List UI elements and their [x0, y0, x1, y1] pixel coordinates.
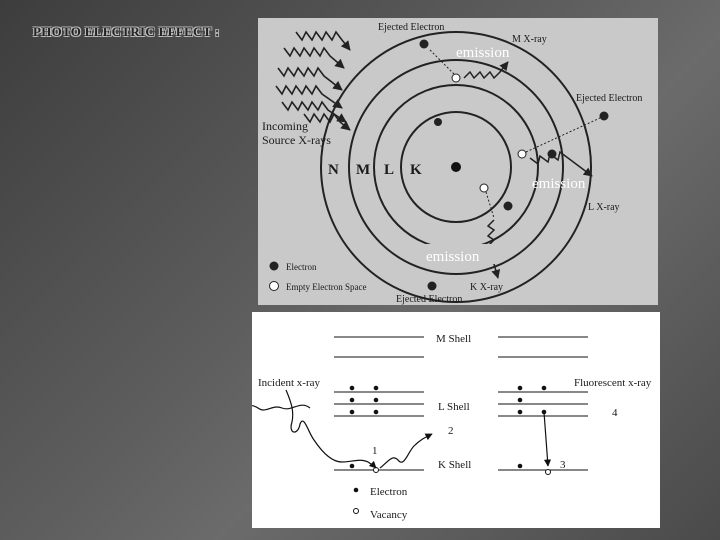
emission-label-3: emission: [426, 249, 480, 265]
legend-electron-dot: [269, 261, 279, 271]
legend-electron-label: Electron: [370, 486, 408, 498]
k-electron-right: [517, 463, 523, 469]
step-1-label: 1: [372, 445, 378, 457]
fluorescent-xray-wave: [252, 404, 311, 411]
k-electron-left: [349, 463, 355, 469]
incoming-label-line2: Source X-rays: [262, 133, 331, 147]
transition-arrow: [543, 411, 552, 467]
legend-empty-dot: [269, 281, 279, 291]
nucleus: [451, 162, 461, 172]
ejected-electron-bottom: [427, 281, 437, 291]
m-xray-wave: [463, 61, 509, 80]
legend-vacancy-dot: [353, 508, 359, 514]
emission-label-2: emission: [532, 176, 586, 192]
shell-k-label: K: [410, 162, 422, 178]
ejected-electron-right-label: Ejected Electron: [576, 93, 642, 104]
step-3-label: 3: [560, 459, 566, 471]
shell-m-orbit: [348, 59, 564, 275]
legend-vacancy-label: Vacancy: [370, 509, 408, 521]
incident-xray-wave: [285, 389, 377, 469]
k-shell-label: K Shell: [438, 459, 471, 471]
shell-m-label: M: [356, 162, 370, 178]
ejected-electron-top: [419, 39, 429, 49]
ejected-electron-right: [599, 111, 609, 121]
k-xray-label: K X-ray: [470, 282, 503, 293]
l-xray-label: L X-ray: [588, 202, 620, 213]
l-electrons-right: [517, 385, 547, 415]
l-electrons-left: [349, 385, 379, 415]
shell-l-label: L: [384, 162, 394, 178]
legend-electron-dot: [353, 487, 359, 493]
step-4-label: 4: [612, 407, 618, 419]
l-shell-label: L Shell: [438, 401, 470, 413]
legend-empty-label: Empty Electron Space: [286, 282, 366, 292]
shell-n-orbit: [320, 31, 592, 303]
electron-k-right: [503, 201, 513, 211]
vacancy-k: [479, 183, 489, 193]
shell-level-panel: M Shell L Shell K Shell Incident x-ray 1…: [252, 312, 660, 528]
incoming-label-line1: Incoming: [262, 119, 308, 133]
shell-level-diagram: M Shell L Shell K Shell Incident x-ray 1…: [252, 333, 652, 521]
photoelectron-wave: [379, 433, 433, 469]
incoming-xrays: [275, 30, 351, 131]
m-shell-label: M Shell: [436, 333, 471, 345]
vacancy-m: [451, 73, 461, 83]
atom-diagram-panel: Ejected Electron M X-ray emission Ejecte…: [258, 18, 658, 305]
emission-label-1: emission: [456, 45, 510, 61]
shell-k-orbit: [400, 111, 512, 223]
legend-electron-label: Electron: [286, 262, 317, 272]
m-xray-label: M X-ray: [512, 34, 547, 45]
k-vacancy-right: [545, 469, 551, 475]
step-2-label: 2: [448, 425, 454, 437]
ejected-electron-bottom-label: Ejected Electron: [396, 294, 462, 305]
shell-n-label: N: [328, 162, 339, 178]
incident-xray-label: Incident x-ray: [258, 377, 320, 389]
slide-title: PHOTO ELECTRIC EFFECT :: [33, 24, 220, 39]
ejected-electron-top-label: Ejected Electron: [378, 22, 444, 33]
electron-l-left: [434, 118, 442, 126]
atom-diagram: Ejected Electron M X-ray emission Ejecte…: [262, 22, 642, 305]
l-xray-wave: [529, 150, 593, 177]
vacancy-l: [517, 149, 527, 159]
k-vacancy-left: [373, 467, 379, 473]
fluorescent-xray-label: Fluorescent x-ray: [574, 377, 652, 389]
